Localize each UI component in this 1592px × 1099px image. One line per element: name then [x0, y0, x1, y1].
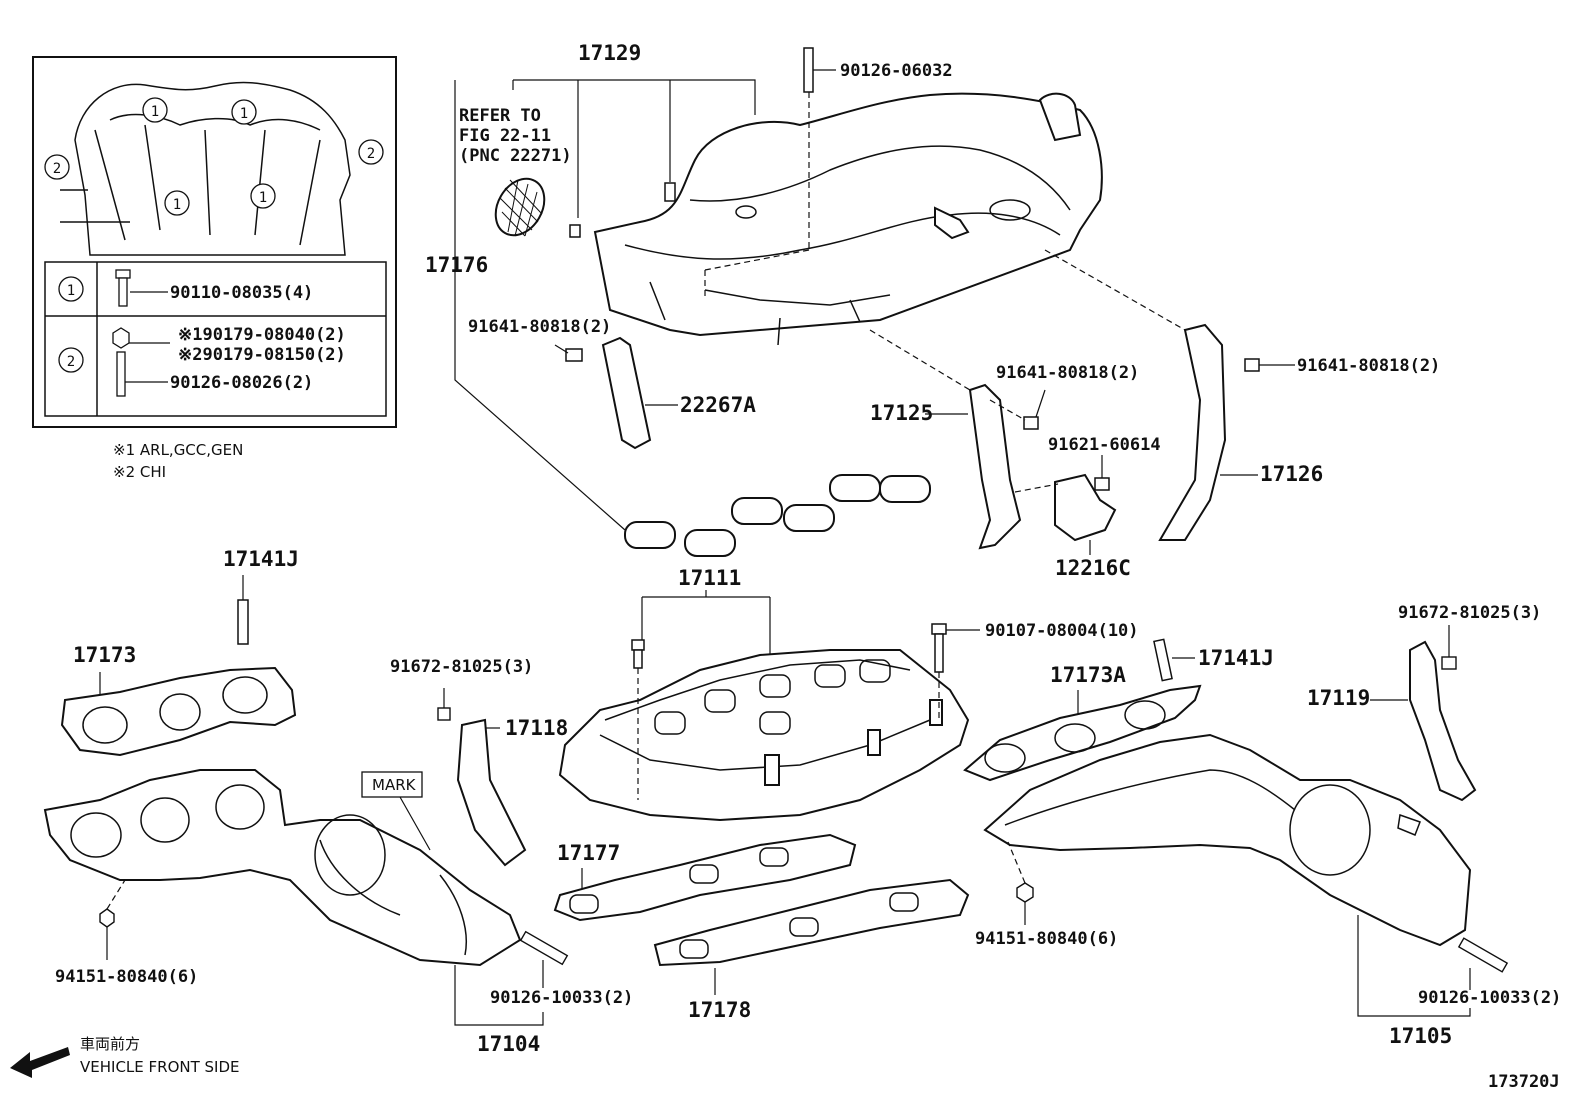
- inset-callout-2b-label: 2: [367, 146, 375, 162]
- mark-callout: MARK: [372, 776, 417, 794]
- intake-plenum: [593, 92, 1103, 346]
- label-22267A: 22267A: [680, 393, 756, 417]
- label-90107-08004: 90107-08004(10): [985, 621, 1139, 641]
- fastener-table: [44, 261, 387, 417]
- nut-icon-94151-b: [1016, 882, 1034, 903]
- label-17178: 17178: [688, 998, 751, 1022]
- table-row-2-part-b: ※290179-08150(2): [178, 345, 346, 365]
- flange-bolt-icon: [115, 269, 131, 307]
- bracket-17119: [1409, 640, 1477, 802]
- inset-callout-2: [44, 154, 70, 180]
- label-12216C: 12216C: [1055, 556, 1131, 580]
- label-17129: 17129: [578, 41, 641, 65]
- stud-bolt-icon-top: [803, 47, 814, 93]
- label-91641-80818-b: 91641-80818(2): [996, 363, 1139, 383]
- inset-callout-1d-label: 1: [259, 190, 267, 206]
- inset-panel: 1 1 1 1 2 2 1 2 90110-08035(4): [32, 56, 397, 481]
- label-94151-80840-a: 94151-80840(6): [55, 967, 198, 987]
- bolt-icon-90107-b: [631, 639, 645, 669]
- label-94151-80840-b: 94151-80840(6): [975, 929, 1118, 949]
- inset-callout-2b: [358, 139, 384, 165]
- refer-note-line-1: REFER TO: [459, 106, 541, 126]
- refer-note-line-3: (PNC 22271): [459, 146, 572, 166]
- intake-gasket-17176: [624, 474, 931, 557]
- front-label-jp: 車両前方: [80, 1035, 140, 1053]
- front-direction-arrow-icon: [10, 1047, 70, 1078]
- gasket-17177: [553, 833, 857, 922]
- label-17141J-b: 17141J: [1198, 646, 1274, 670]
- bracket-12216C: [1054, 473, 1117, 542]
- bracket-22267A: [601, 336, 652, 450]
- bolt-icon-91641-a: [565, 348, 583, 362]
- label-17126: 17126: [1260, 462, 1323, 486]
- label-17125: 17125: [870, 401, 933, 425]
- bracket-17118: [456, 718, 527, 867]
- label-17177: 17177: [557, 841, 620, 865]
- exhaust-manifold-17105: [983, 733, 1472, 947]
- label-90126-06032: 90126-06032: [840, 61, 953, 81]
- stud-icon-17141J-b: [1153, 638, 1173, 682]
- label-17141J-a: 17141J: [223, 547, 299, 571]
- bolt-icon-91672-b: [1441, 656, 1457, 670]
- label-91672-81025-b: 91672-81025(3): [1398, 603, 1541, 623]
- stud-icon-17141J-a: [237, 599, 249, 645]
- front-label: VEHICLE FRONT SIDE: [80, 1058, 240, 1076]
- label-91621-60614: 91621-60614: [1048, 435, 1161, 455]
- inset-callout-1b-label: 1: [240, 106, 248, 122]
- table-row-1-key: 1: [67, 283, 75, 299]
- label-17105: 17105: [1389, 1024, 1452, 1048]
- label-90126-10033-b: 90126-10033(2): [1418, 988, 1561, 1008]
- inset-callout-1c-label: 1: [173, 197, 181, 213]
- table-row-2-key: 2: [67, 354, 75, 370]
- bolt-icon-91641-c: [1244, 358, 1260, 372]
- region-note-1: ※1 ARL,GCC,GEN: [113, 441, 243, 459]
- bolt-icon-91621: [1094, 477, 1110, 491]
- label-17118: 17118: [505, 716, 568, 740]
- table-row-1-part: 90110-08035(4): [170, 283, 313, 303]
- label-17104: 17104: [477, 1032, 540, 1056]
- label-17111: 17111: [678, 566, 741, 590]
- stud-bolt-icon: [116, 351, 126, 397]
- stay-17125: [968, 383, 1022, 550]
- exhaust-gasket-17173: [60, 666, 297, 757]
- intake-screen-icon: [494, 177, 546, 237]
- exhaust-manifold-17104: [43, 769, 522, 967]
- label-91641-80818-c: 91641-80818(2): [1297, 356, 1440, 376]
- exhaust-gasket-17173A: [963, 684, 1202, 782]
- bolt-icon-90107: [931, 623, 947, 673]
- nut-icon: [112, 327, 130, 349]
- inset-callout-2-label: 2: [53, 161, 61, 177]
- label-17173: 17173: [73, 643, 136, 667]
- label-90126-10033-a: 90126-10033(2): [490, 988, 633, 1008]
- label-17176: 17176: [425, 253, 488, 277]
- intake-manifold-17111: [558, 649, 970, 822]
- stud-icon-90126-10033-a: [519, 930, 569, 966]
- stud-icon-90126-10033-b: [1457, 937, 1509, 973]
- inset-callout-1b: [231, 99, 257, 125]
- region-note-2: ※2 CHI: [113, 463, 166, 481]
- label-91672-81025-a: 91672-81025(3): [390, 657, 533, 677]
- inset-callout-1d: [250, 183, 276, 209]
- label-91641-80818-a: 91641-80818(2): [468, 317, 611, 337]
- inset-callout-1c: [164, 190, 190, 216]
- inset-callout-1-label: 1: [151, 104, 159, 120]
- inset-callout-1: [142, 97, 168, 123]
- label-17173A: 17173A: [1050, 663, 1126, 687]
- bolt-icon-91641-b: [1023, 416, 1039, 430]
- refer-note-line-2: FIG 22-11: [459, 126, 551, 146]
- nut-icon-94151-a: [99, 908, 115, 928]
- stay-17126: [1158, 323, 1227, 541]
- bolt-icon-91672-a: [437, 707, 451, 721]
- label-17119: 17119: [1307, 686, 1370, 710]
- table-row-2-part-c: 90126-08026(2): [170, 373, 313, 393]
- figure-id: 173720J: [1488, 1072, 1560, 1092]
- table-row-2-part-a: ※190179-08040(2): [178, 325, 346, 345]
